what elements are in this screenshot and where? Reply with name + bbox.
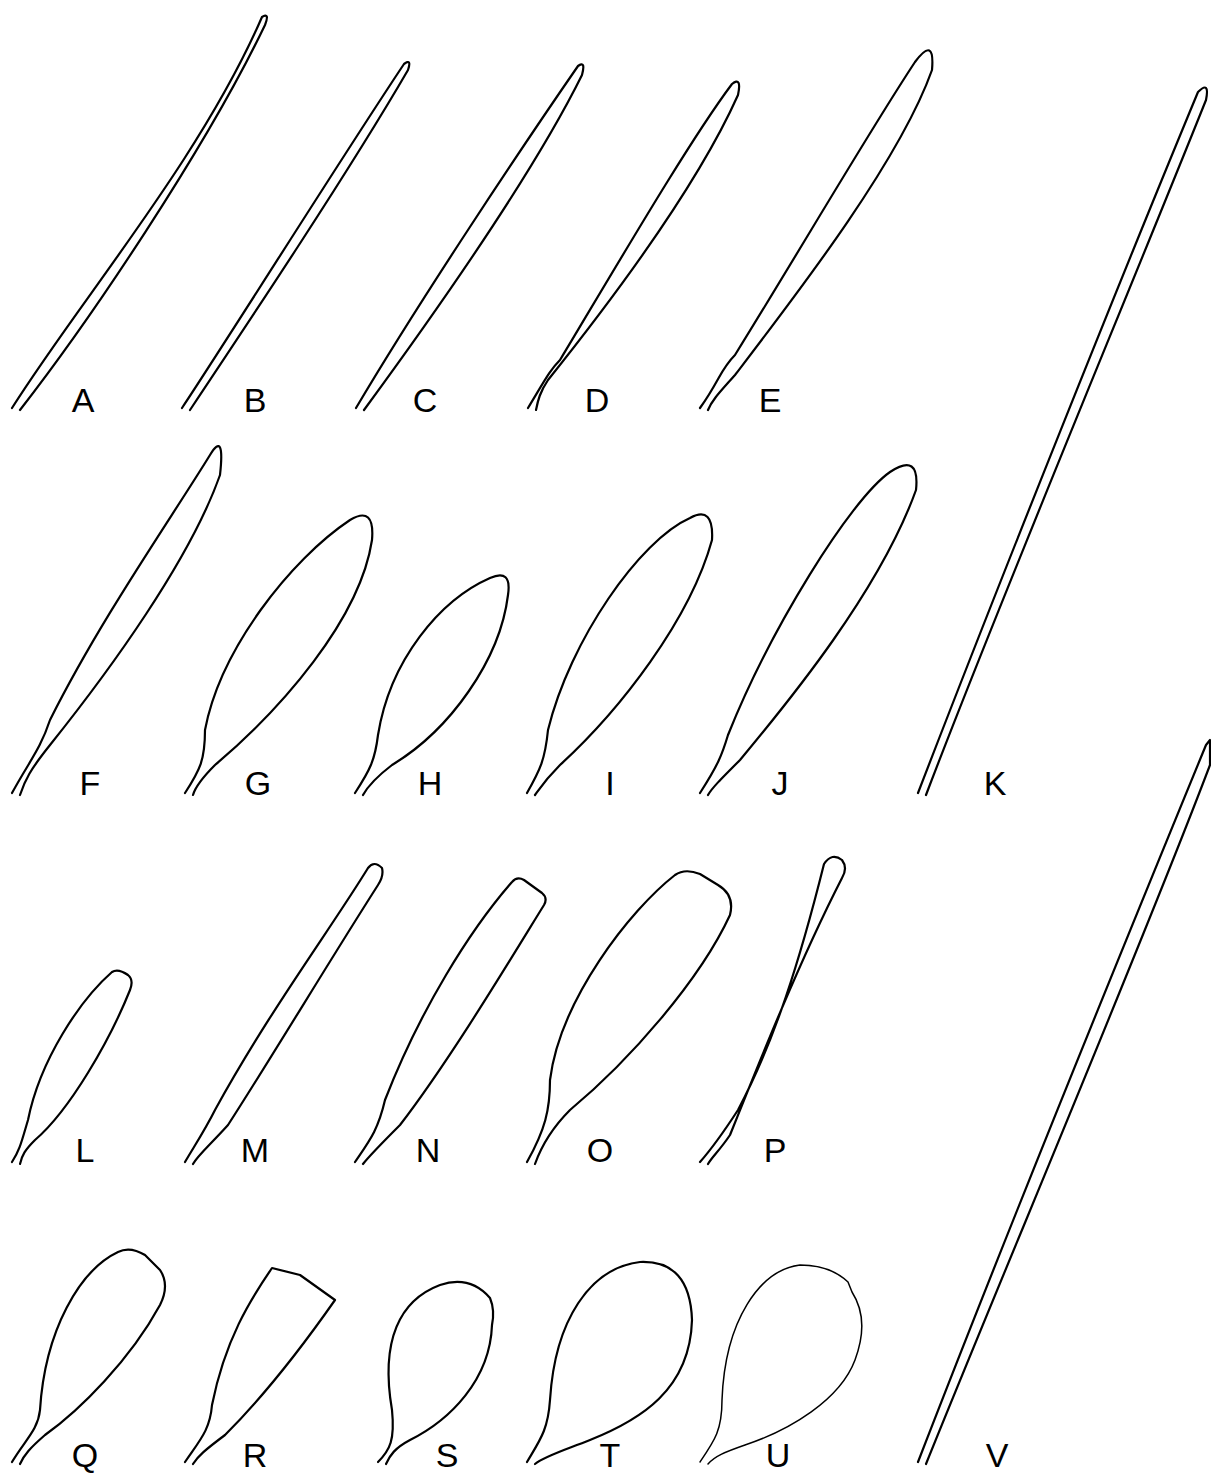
- leaf-q: [12, 1250, 165, 1464]
- figure-letter: M: [241, 1133, 269, 1167]
- leaf-k: [918, 88, 1207, 796]
- figure-letter: P: [764, 1133, 787, 1167]
- figure-letter: C: [413, 383, 438, 417]
- figure-letter: I: [605, 766, 614, 800]
- figure-letter: A: [72, 383, 95, 417]
- leaf-p: [700, 857, 845, 1164]
- leaf-i: [527, 514, 712, 795]
- leaf-m: [185, 864, 383, 1164]
- figure-letter: U: [766, 1438, 791, 1472]
- leaf-c: [356, 64, 583, 410]
- leaf-l: [12, 971, 132, 1164]
- leaf-b: [182, 62, 409, 410]
- leaf-g: [185, 516, 372, 796]
- figure-letter: V: [986, 1438, 1009, 1472]
- leaf-j: [700, 465, 916, 795]
- leaf-f: [12, 446, 221, 795]
- figure-letter: L: [76, 1133, 95, 1167]
- leaf-t: [527, 1262, 692, 1464]
- leaf-r: [185, 1268, 335, 1464]
- figure-letter: S: [436, 1438, 459, 1472]
- leaf-v: [918, 740, 1210, 1464]
- figure-letter: T: [600, 1438, 621, 1472]
- figure-letter: N: [416, 1133, 441, 1167]
- figure-letter: B: [244, 383, 267, 417]
- figure-letter: G: [245, 766, 271, 800]
- leaf-h: [355, 575, 509, 795]
- leaf-e: [700, 50, 932, 410]
- figure-letter: D: [585, 383, 610, 417]
- leaf-n: [355, 878, 546, 1164]
- figure-letter: O: [587, 1133, 613, 1167]
- leaf-d: [528, 82, 739, 410]
- leaf-s: [378, 1282, 493, 1464]
- figure-letter: Q: [72, 1438, 98, 1472]
- figure-letter: H: [418, 766, 443, 800]
- figure-letter: K: [984, 766, 1007, 800]
- figure-letter: F: [80, 766, 101, 800]
- figure-letter: R: [243, 1438, 268, 1472]
- figure-letter: J: [772, 766, 789, 800]
- figure-letter: E: [759, 383, 782, 417]
- leaf-u: [700, 1265, 862, 1464]
- leaf-o: [527, 871, 731, 1164]
